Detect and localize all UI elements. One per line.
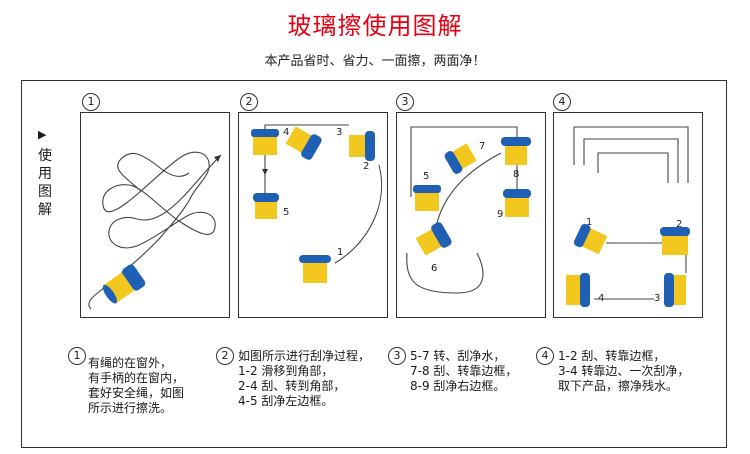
panel-3: 7 5 8 9 6	[396, 112, 546, 318]
step-line: 5-7 转、刮净水，	[410, 349, 517, 364]
panel-3-diagram: 7 5 8 9 6	[397, 113, 547, 319]
side-label-char: 解	[38, 202, 54, 218]
step-label-1: 1	[586, 217, 592, 228]
step-text-2: 如图所示进行刮净过程， 1-2 滑移到角部， 2-4 刮、转到角部， 4-5 刮…	[238, 349, 370, 409]
step-label-4: 4	[283, 127, 289, 138]
wiper-icon	[253, 193, 279, 219]
panel-number-3: 3	[396, 93, 414, 111]
triangle-marker-icon: ▶	[38, 128, 54, 142]
panel-4: 1 2 4 3	[553, 112, 703, 318]
step-label-2: 2	[676, 219, 682, 230]
panel-number-4: 4	[553, 93, 571, 111]
step-line: 套好安全绳，如图	[88, 386, 184, 401]
step-label-8: 8	[513, 169, 519, 180]
step-text-4: 1-2 刮、转靠边框， 3-4 转靠边、一次刮净， 取下产品，擦净残水。	[558, 349, 689, 394]
step-text-3: 5-7 转、刮净水， 7-8 刮、转靠边框， 8-9 刮净右边框。	[410, 349, 517, 394]
wiper-icon	[299, 255, 331, 283]
page-title: 玻璃擦使用图解	[0, 6, 750, 41]
step-line: 有手柄的在窗内，	[88, 371, 184, 386]
step-text-1: 有绳的在窗外， 有手柄的在窗内， 套好安全绳，如图 所示进行擦洗。	[88, 356, 184, 416]
panel-2-diagram: 4 3 2 5 1	[239, 113, 389, 319]
step-line: 7-8 刮、转靠边框，	[410, 364, 517, 379]
wiper-icon	[413, 185, 441, 211]
step-label-3: 3	[654, 293, 660, 304]
step-line: 8-9 刮净右边框。	[410, 379, 517, 394]
step-label-5: 5	[423, 171, 429, 182]
step-line: 2-4 刮、转到角部，	[238, 379, 370, 394]
step-label-3: 3	[336, 127, 342, 138]
step-label-1: 1	[337, 247, 343, 258]
step-line: 如图所示进行刮净过程，	[238, 349, 370, 364]
step-label-9: 9	[497, 209, 503, 220]
wiper-icon	[349, 131, 375, 161]
panel-1	[80, 112, 230, 318]
wiper-icon	[503, 189, 531, 217]
side-label-char: 使	[38, 148, 54, 164]
step-line: 取下产品，擦净残水。	[558, 379, 689, 394]
step-label-7: 7	[479, 141, 485, 152]
wiper-icon	[660, 227, 690, 255]
side-label-char: 用	[38, 166, 54, 182]
step-number-2: 2	[216, 347, 234, 365]
wiper-icon	[251, 129, 279, 155]
wiper-icon	[284, 124, 323, 162]
panel-1-diagram	[81, 113, 231, 319]
wiper-icon	[501, 137, 531, 165]
step-label-4: 4	[598, 293, 604, 304]
step-line: 有绳的在窗外，	[88, 356, 184, 371]
step-label-5: 5	[283, 207, 289, 218]
step-line: 4-5 刮净左边框。	[238, 394, 370, 409]
step-label-6: 6	[431, 263, 437, 274]
wiper-icon	[99, 263, 147, 307]
step-number-3: 3	[388, 347, 406, 365]
wiper-icon	[566, 273, 590, 307]
step-line: 1-2 滑移到角部，	[238, 364, 370, 379]
step-line: 1-2 刮、转靠边框，	[558, 349, 689, 364]
panel-2: 4 3 2 5 1	[238, 112, 388, 318]
wiper-icon	[664, 273, 686, 307]
step-number-1: 1	[68, 347, 86, 365]
panel-number-2: 2	[240, 93, 258, 111]
step-line: 所示进行擦洗。	[88, 401, 184, 416]
panel-number-1: 1	[82, 93, 100, 111]
step-label-2: 2	[363, 161, 369, 172]
side-label-char: 图	[38, 184, 54, 200]
wiper-icon	[414, 221, 453, 259]
step-line: 3-4 转靠边、一次刮净，	[558, 364, 689, 379]
wiper-icon	[443, 142, 478, 176]
panel-4-diagram: 1 2 4 3	[554, 113, 704, 319]
side-label: ▶ 使 用 图 解	[38, 128, 54, 220]
page-subtitle: 本产品省时、省力、一面擦，两面净！	[0, 50, 750, 69]
step-number-4: 4	[536, 347, 554, 365]
